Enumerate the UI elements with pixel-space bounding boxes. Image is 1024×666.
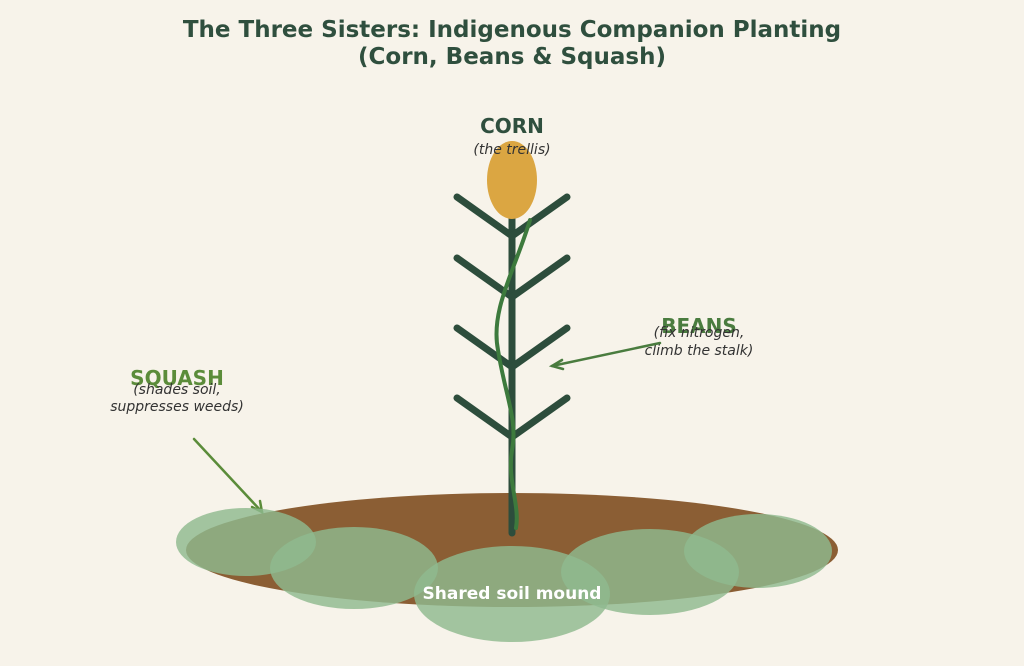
beans-role-line-1: (fix nitrogen, [654,325,745,341]
corn-leaf [508,193,571,240]
beans-label: BEANS [661,314,737,338]
squash-role-line-2: suppresses weeds) [110,399,244,415]
corn-leaf [453,394,516,441]
squash-arrow [192,437,264,515]
corn-leaf [453,324,516,371]
beans-arrow [548,341,662,371]
corn-cob [487,141,537,219]
title-line-1: The Three Sisters: Indigenous Companion … [183,17,841,43]
corn-label: CORN [480,114,544,138]
squash-leaves [176,508,832,642]
squash-leaf [414,546,610,642]
corn-leaf [508,324,571,371]
beans-role-line-2: climb the stalk) [645,343,754,359]
squash-leaf [684,514,832,588]
corn-leaf [453,193,516,240]
title-line-2: (Corn, Beans & Squash) [358,44,666,70]
mound-label: Shared soil mound [423,584,602,604]
corn-leaf [508,254,571,301]
bean-vine [494,218,532,530]
squash-role-line-1: (shades soil, [133,382,221,398]
corn-role: (the trellis) [473,142,550,158]
squash-leaf [270,527,438,609]
squash-label: SQUASH [130,366,224,390]
corn-leaf [508,394,571,441]
